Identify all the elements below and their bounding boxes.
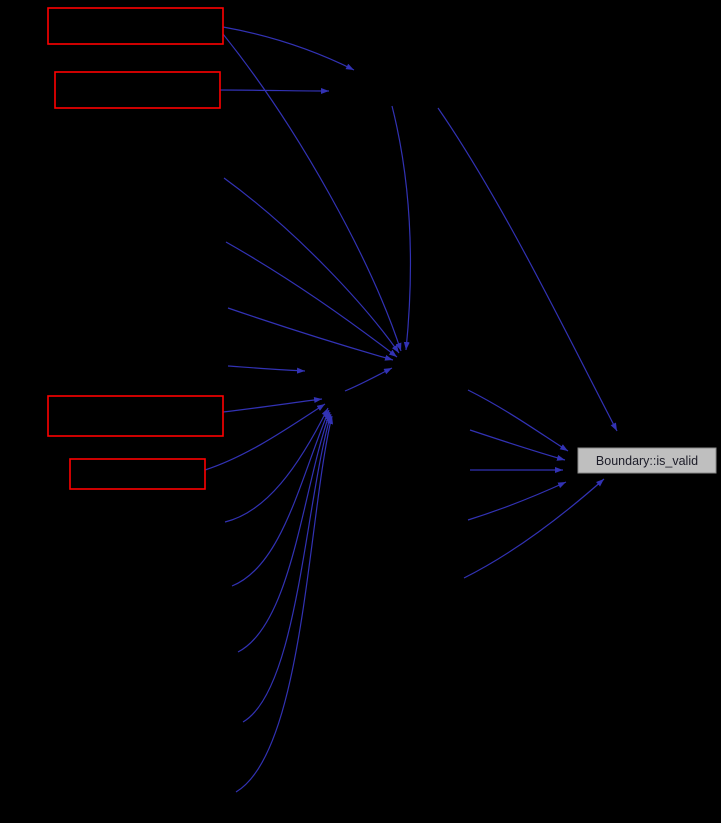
call-edge [231,409,330,587]
call-edge [235,415,334,793]
call-edge [463,478,605,579]
call-edge [391,105,411,351]
call-edge [227,365,306,374]
call-edge [467,481,567,521]
call-edge [237,411,331,653]
call-edge [437,107,618,432]
call-edge [344,367,393,392]
call-edge [225,241,398,358]
call-edge [467,389,569,452]
main-node: Boundary::is_valid [577,447,717,474]
red-nodes [47,7,224,490]
node-box-red-3[interactable] [47,395,224,437]
node-box-red-4[interactable] [69,458,206,490]
call-edge [222,26,355,71]
call-edge [222,397,323,413]
call-graph-edges [204,26,618,793]
main-node-label: Boundary::is_valid [596,454,698,468]
main-node-box [577,447,717,474]
node-box-red-2[interactable] [54,71,221,109]
call-edge [227,307,394,361]
call-edge [223,177,400,354]
call-edge [469,429,566,461]
call-edge [242,413,332,723]
call-edge [219,87,330,94]
call-edge [224,407,329,523]
call-edge [222,33,402,352]
node-box-red-1[interactable] [47,7,224,45]
call-edge [204,403,326,471]
